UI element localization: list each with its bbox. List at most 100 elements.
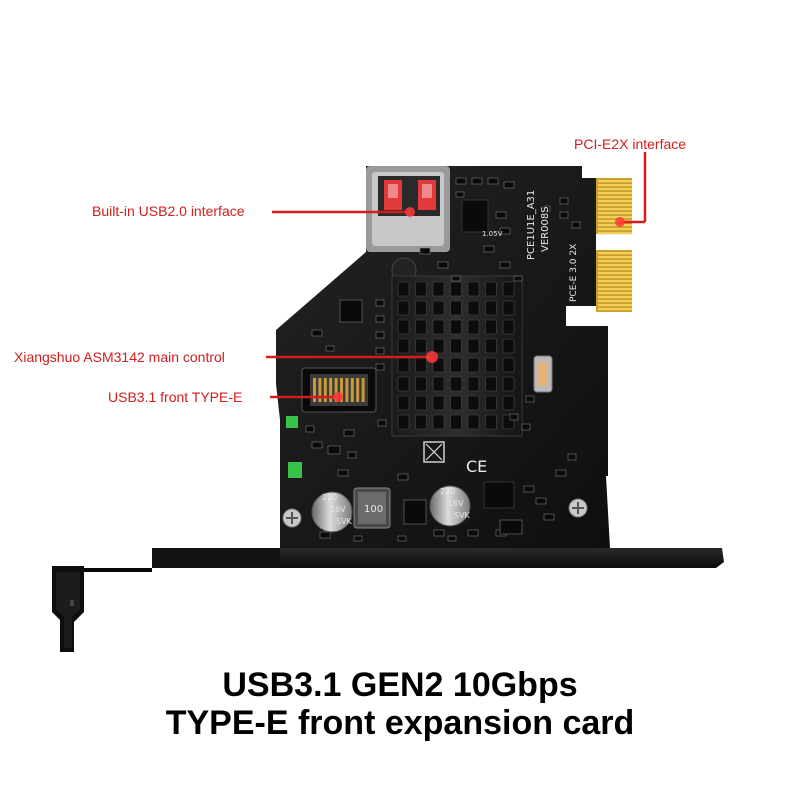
heatsink-fin <box>397 357 410 373</box>
gold-finger-contact <box>598 188 632 191</box>
gold-finger-contact <box>598 252 632 255</box>
smd-component <box>571 221 581 229</box>
gold-finger-contact <box>598 296 632 299</box>
heatsink-fin <box>415 281 427 297</box>
heatsink-fin <box>397 395 410 411</box>
smd-component <box>433 529 445 537</box>
heatsink-fin <box>450 395 462 411</box>
smd-component <box>513 275 523 282</box>
heatsink-fin <box>450 300 462 316</box>
smd-component <box>311 441 323 449</box>
led-indicator-1 <box>286 416 298 428</box>
heatsink-fin <box>432 281 445 297</box>
cap-left-text-1: 220 <box>322 493 337 502</box>
smd-component <box>487 177 499 185</box>
heatsink-fin <box>467 338 480 354</box>
smd-component <box>311 329 323 337</box>
cap-left-text-3: SVK <box>336 517 353 526</box>
callout-pcie-interface: PCI-E2X interface <box>574 136 687 152</box>
smd-component <box>503 181 515 189</box>
heatsink-fin <box>485 281 497 297</box>
heatsink <box>391 275 523 437</box>
smd-component <box>467 529 479 537</box>
heatsink-fin <box>415 376 427 392</box>
smd-component <box>377 419 387 427</box>
heatsink-fin <box>415 300 427 316</box>
gold-finger-contact <box>598 280 632 283</box>
smd-component <box>525 395 535 403</box>
smd-component <box>499 261 511 269</box>
heatsink-fin <box>502 357 515 373</box>
heatsink-fin <box>397 414 410 430</box>
cap-right-text-1: 220 <box>440 487 455 496</box>
smd-component <box>535 497 547 505</box>
smd-component <box>397 535 407 542</box>
heatsink-fin <box>502 395 515 411</box>
cap-right-text-3: SVK <box>454 511 471 520</box>
heatsink-fin <box>450 281 462 297</box>
type-e-pin <box>361 378 365 402</box>
smd-component <box>419 247 431 255</box>
heatsink-fin <box>502 376 515 392</box>
heatsink-fin <box>502 338 515 354</box>
smd-component <box>455 177 467 185</box>
heatsink-fin <box>467 281 480 297</box>
smd-component <box>375 347 385 355</box>
type-e-pin <box>356 378 360 402</box>
smd-component <box>451 275 461 282</box>
capacitor-left: 220 16V SVK <box>311 491 353 533</box>
smd-component <box>495 211 507 219</box>
callout-leaders <box>266 152 647 402</box>
gold-finger-contact <box>598 204 632 207</box>
smd-component <box>319 531 331 539</box>
gold-finger-contact <box>598 228 632 231</box>
heatsink-fin <box>450 376 462 392</box>
gold-finger-contact <box>598 284 632 287</box>
smd-component <box>559 197 569 205</box>
smd-component <box>499 519 523 535</box>
gold-finger-contact <box>598 308 632 311</box>
heatsink-fin <box>450 414 462 430</box>
smd-component <box>375 299 385 307</box>
smd-component <box>327 445 341 455</box>
smd-component <box>347 451 357 459</box>
gold-finger-contact <box>598 196 632 199</box>
gold-finger-contact <box>598 288 632 291</box>
heatsink-fin <box>432 300 445 316</box>
heatsink-fin <box>415 357 427 373</box>
heatsink-fin <box>397 376 410 392</box>
smd-component <box>339 299 363 323</box>
pcie-gold-fingers <box>596 178 632 312</box>
heatsink-fin <box>432 376 445 392</box>
gold-finger-contact <box>598 220 632 223</box>
capacitor-right: 220 16V SVK <box>429 485 471 527</box>
heatsink-fin <box>450 338 462 354</box>
gold-finger-contact <box>598 212 632 215</box>
callout-usb2-interface: Built-in USB2.0 interface <box>92 203 245 219</box>
gold-finger-contact <box>598 232 632 235</box>
heatsink-fin <box>467 376 480 392</box>
heatsink-fin <box>397 300 410 316</box>
gold-finger-contact <box>598 184 632 187</box>
heatsink-fin <box>485 395 497 411</box>
heatsink-fin <box>502 319 515 335</box>
gold-finger-contact <box>598 268 632 271</box>
heatsink-fin <box>415 338 427 354</box>
heatsink-fin <box>432 338 445 354</box>
gold-finger-contact <box>598 264 632 267</box>
smd-component <box>555 469 567 477</box>
heatsink-fin <box>485 319 497 335</box>
type-e-pin <box>313 378 316 402</box>
cap-right-text-2: 16V <box>448 499 464 508</box>
heatsink-fin <box>485 338 497 354</box>
type-e-pin <box>345 378 349 402</box>
crystal-oscillator <box>533 355 553 393</box>
gold-finger-contact <box>598 224 632 227</box>
smd-component <box>509 413 519 421</box>
smd-component <box>447 535 457 542</box>
smd-component <box>343 429 355 437</box>
type-e-pin <box>329 378 333 402</box>
board-model-text: PCE1U1E_A31 <box>526 190 537 260</box>
type-e-pin <box>340 378 343 402</box>
smd-component <box>559 211 569 219</box>
